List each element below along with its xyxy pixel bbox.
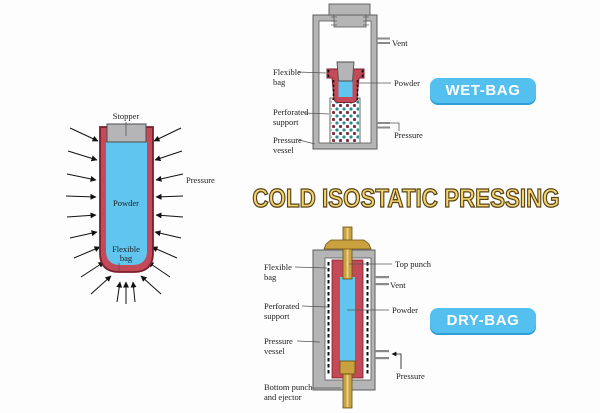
flexible-bag-label-line2: bag xyxy=(120,253,133,263)
pressure-pipe xyxy=(377,122,390,129)
top-punch-flange xyxy=(323,239,372,250)
stopper-shape xyxy=(336,61,355,82)
powder-fill xyxy=(338,81,353,97)
vent-pipe xyxy=(377,37,390,44)
perforated-leader xyxy=(304,112,330,115)
powder-label: Powder xyxy=(392,305,418,315)
vessel-label-line2: vessel xyxy=(264,346,285,356)
powder-fill xyxy=(106,142,147,265)
pressure-leader xyxy=(390,122,400,131)
flexible-bag-leader xyxy=(294,266,328,269)
pressure-label: Pressure xyxy=(396,371,425,381)
top-punch-label: Top punch xyxy=(395,259,432,269)
dry-bag-diagram: Flexible bag Perforated support Pressure… xyxy=(264,226,432,409)
perforated-label-line1: Perforated xyxy=(264,301,300,311)
bottom-punch-head xyxy=(339,360,356,375)
powder-label: Powder xyxy=(113,198,139,208)
bag-perforation-dashes xyxy=(327,70,364,100)
perforated-label-line1: Perforated xyxy=(273,107,309,117)
plug-threads xyxy=(331,16,369,26)
dry-bag-badge: DRY-BAG xyxy=(430,308,536,333)
stopper-shape xyxy=(106,123,147,143)
vent-pipe xyxy=(375,276,389,286)
pressure-arrows xyxy=(65,127,184,304)
powder-label: Powder xyxy=(394,78,420,88)
page-title: COLD ISOSTATIC PRESSING xyxy=(252,182,560,213)
pressure-pipe xyxy=(375,350,389,360)
bottom-punch-label-line1: Bottom punch xyxy=(264,382,313,392)
vent-label: Vent xyxy=(392,38,408,48)
perforated-label-line2: support xyxy=(273,117,299,127)
wet-bag-diagram: Flexible bag Perforated support Pressure… xyxy=(273,3,423,155)
vessel-label-line2: vessel xyxy=(273,145,294,155)
flexible-bag-label-line2: bag xyxy=(273,77,286,87)
vessel-leader xyxy=(296,340,321,343)
isostatic-bag-diagram: Stopper Powder Flexible bag Pressure xyxy=(65,111,215,304)
vessel-leader xyxy=(298,139,316,145)
flexible-bag-leader xyxy=(297,71,327,74)
bottom-punch-label-line2: and ejector xyxy=(264,392,302,402)
powder-fill xyxy=(340,277,355,363)
vessel-plug-body xyxy=(333,14,367,28)
perforated-support-dots xyxy=(331,99,359,142)
stopper-label: Stopper xyxy=(113,111,140,121)
flexible-bag-label-line2: bag xyxy=(264,272,277,282)
flexible-bag-label-line1: Flexible xyxy=(264,262,292,272)
pressure-arrow xyxy=(391,351,402,369)
pressure-label: Pressure xyxy=(186,175,215,185)
vessel-label-line1: Pressure xyxy=(273,135,302,145)
wet-bag-badge: WET-BAG xyxy=(430,78,536,103)
vessel-label-line1: Pressure xyxy=(264,336,293,346)
perforated-support-dashes xyxy=(327,262,369,376)
flexible-bag-label-line1: Flexible xyxy=(273,67,301,77)
vent-label: Vent xyxy=(390,280,406,290)
flexible-bag-label-line1: Flexible xyxy=(112,244,140,254)
vessel-plug-cap xyxy=(328,3,371,16)
perforated-label-line2: support xyxy=(264,311,290,321)
perforated-leader xyxy=(301,305,329,308)
pressure-label: Pressure xyxy=(394,130,423,140)
